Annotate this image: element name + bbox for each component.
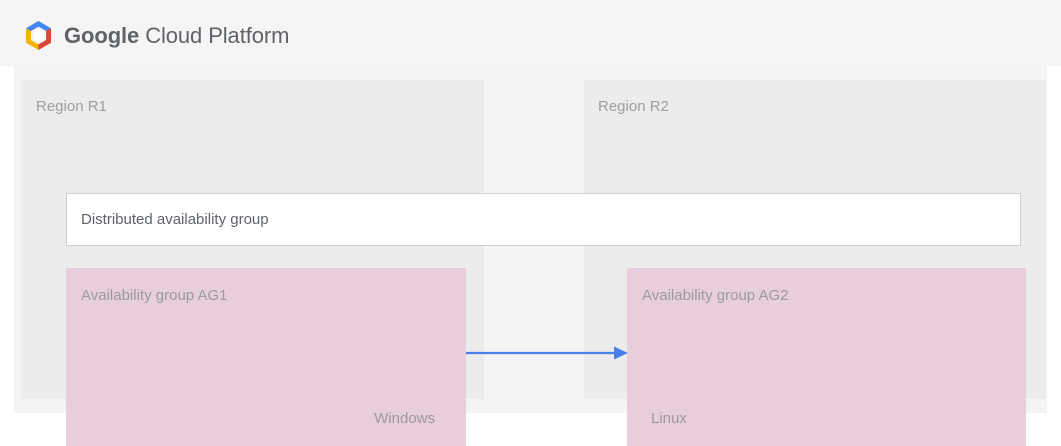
availability-group-ag2-box: Availability group AG2 Linux: [627, 268, 1026, 446]
region-label-r1: Region R1: [36, 98, 107, 115]
distributed-availability-group-box: Distributed availability group: [66, 193, 1021, 246]
page-title: Google Cloud Platform: [64, 22, 289, 50]
right-arrow-icon: [466, 343, 628, 363]
availability-group-ag2-title: Availability group AG2: [642, 287, 789, 304]
availability-group-ag1-box: Availability group AG1 Windows: [66, 268, 466, 446]
region-label-r2: Region R2: [598, 98, 669, 115]
google-cloud-platform-hexagon-icon: [22, 19, 55, 52]
header-bar: Google Cloud Platform: [0, 0, 1061, 66]
os-label-linux: Linux: [651, 410, 687, 427]
distributed-availability-group-label: Distributed availability group: [81, 211, 269, 228]
brand-cloud-platform: Cloud Platform: [145, 23, 290, 48]
availability-group-ag1-title: Availability group AG1: [81, 287, 228, 304]
os-label-windows: Windows: [374, 410, 435, 427]
brand-google: Google: [64, 23, 140, 48]
diagram-canvas: Region R1 Region R2 Distributed availabi…: [14, 66, 1047, 446]
